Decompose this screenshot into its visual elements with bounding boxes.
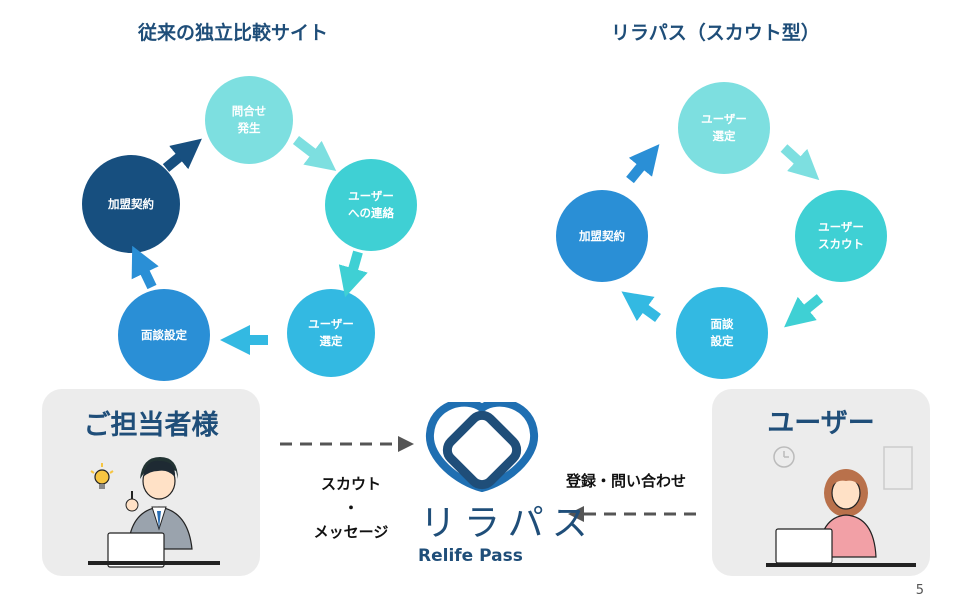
user-box-title: ユーザー (767, 408, 875, 439)
left-node-meeting-setup: 面談設定 (118, 289, 210, 381)
businessman-illustration (88, 457, 220, 568)
left-arrow-4 (131, 245, 159, 290)
left-cycle-title: 従来の独立比較サイト (138, 22, 329, 44)
right-node-meeting-setup: 面談設定 (676, 287, 768, 379)
flow-label-registration: 登録・問い合わせ (565, 472, 686, 490)
left-arrow-1 (292, 136, 337, 171)
page-number: 5 (915, 583, 924, 598)
right-node-user-selection: ユーザー選定 (678, 82, 770, 174)
client-box: ご担当者様 (42, 389, 260, 576)
right-arrow-3 (621, 291, 661, 323)
left-arrow-5 (162, 138, 202, 172)
logo-kana: リラパス (420, 503, 596, 544)
woman-illustration (766, 446, 916, 567)
right-cycle-title: リラパス（スカウト型） (611, 22, 820, 44)
left-node-contract: 加盟契約 (82, 155, 180, 253)
left-node-contact-user: ユーザーへの連絡 (325, 159, 417, 251)
left-node-inquiry: 問合せ発生 (205, 76, 293, 164)
right-arrow-4 (626, 144, 660, 184)
relifepass-logo-mark (425, 402, 539, 492)
flow-label-scout: スカウト ・ メッセージ (313, 475, 389, 541)
right-arrow-1 (780, 144, 820, 181)
logo-roman: Relife Pass (418, 546, 523, 566)
right-arrow-2 (784, 294, 824, 328)
right-node-contract: 加盟契約 (556, 190, 648, 282)
left-arrow-2 (338, 250, 368, 298)
user-box: ユーザー (712, 389, 930, 576)
right-node-user-scout: ユーザースカウト (795, 190, 887, 282)
flow-arrow-right-head (568, 506, 584, 522)
left-node-user-selection: ユーザー選定 (287, 289, 375, 377)
client-box-title: ご担当者様 (83, 410, 219, 441)
flow-arrow-left-head (398, 436, 414, 452)
